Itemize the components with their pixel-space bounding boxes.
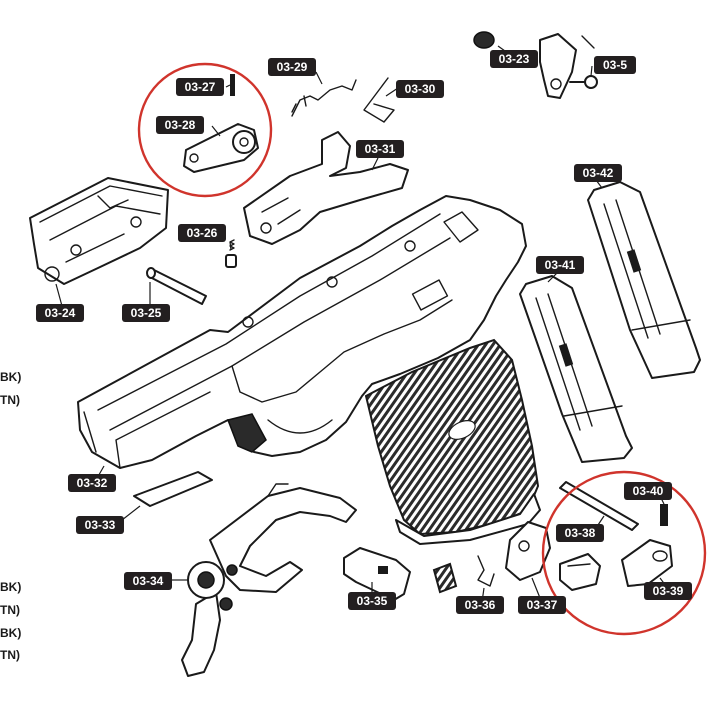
tag-label: 03-30: [405, 82, 436, 96]
tag-03-35: 03-35: [348, 592, 396, 610]
tag-label: 03-38: [565, 526, 596, 540]
screw-part: [569, 75, 598, 89]
tag-03-5: 03-5: [594, 56, 636, 74]
tag-label: 03-42: [583, 166, 614, 180]
tag-03-38: 03-38: [556, 524, 604, 542]
tag-label: 03-32: [77, 476, 108, 490]
tag-label: 03-40: [633, 484, 664, 498]
tag-label: 03-41: [545, 258, 576, 272]
magazine-part-a: [587, 181, 701, 379]
spring-36-part: [477, 555, 495, 587]
edge-text-group: BK) TN) BK) TN) BK) TN): [0, 370, 21, 662]
tag-label: 03-39: [653, 584, 684, 598]
edge-text-4: TN): [0, 603, 20, 617]
slide-lock-part: [505, 521, 551, 581]
tag-03-24: 03-24: [36, 304, 84, 322]
tag-03-31: 03-31: [356, 140, 404, 158]
frame-part: [77, 195, 541, 545]
edge-text-1: BK): [0, 370, 21, 384]
tag-label: 03-31: [365, 142, 396, 156]
tag-03-32: 03-32: [68, 474, 116, 492]
edge-text-2: TN): [0, 393, 20, 407]
tag-label: 03-34: [133, 574, 164, 588]
highlight-circle-bottom: [541, 470, 707, 636]
tag-03-26: 03-26: [178, 224, 226, 242]
tag-label: 03-36: [465, 598, 496, 612]
tag-label: 03-24: [45, 306, 76, 320]
tag-03-30: 03-30: [396, 80, 444, 98]
tag-label: 03-37: [527, 598, 558, 612]
tag-label: 03-29: [277, 60, 308, 74]
slide-bar-part: [243, 131, 409, 245]
tag-label: 03-23: [499, 52, 530, 66]
tag-03-28: 03-28: [156, 116, 204, 134]
pin-40-part: [660, 504, 668, 526]
safety-lever-part: [559, 539, 673, 591]
pin-part: [146, 267, 207, 305]
pin-small-part: [230, 74, 235, 96]
tag-label: 03-26: [187, 226, 218, 240]
tag-03-37: 03-37: [518, 596, 566, 614]
tag-03-29: 03-29: [268, 58, 316, 76]
tag-label: 03-35: [357, 594, 388, 608]
rod-part: [559, 481, 639, 531]
tag-03-36: 03-36: [456, 596, 504, 614]
tag-03-34: 03-34: [124, 572, 172, 590]
tag-03-33: 03-33: [76, 516, 124, 534]
hammer-part: [473, 31, 595, 99]
tag-03-39: 03-39: [644, 582, 692, 600]
small-spring-part: [225, 239, 237, 268]
magazine-part-b: [519, 275, 633, 463]
rail-chassis-part: [29, 177, 169, 285]
spring-29-part: [291, 79, 357, 117]
lever-part: [183, 123, 259, 173]
tag-label: 03-28: [165, 118, 196, 132]
highlight-circle-top: [137, 62, 273, 198]
edge-text-5: BK): [0, 626, 21, 640]
spring-30-part: [363, 77, 395, 123]
tag-03-42: 03-42: [574, 164, 622, 182]
block-part: [343, 547, 458, 601]
edge-text-6: TN): [0, 648, 20, 662]
tag-03-23: 03-23: [490, 50, 538, 68]
tag-03-25: 03-25: [122, 304, 170, 322]
tag-03-27: 03-27: [176, 78, 224, 96]
tag-03-40: 03-40: [624, 482, 672, 500]
edge-text-3: BK): [0, 580, 21, 594]
tag-label: 03-25: [131, 306, 162, 320]
tag-03-41: 03-41: [536, 256, 584, 274]
plate-part: [133, 471, 213, 507]
tag-label: 03-5: [603, 58, 627, 72]
trigger-part: [181, 483, 357, 677]
tag-label: 03-27: [185, 80, 216, 94]
tag-label: 03-33: [85, 518, 116, 532]
